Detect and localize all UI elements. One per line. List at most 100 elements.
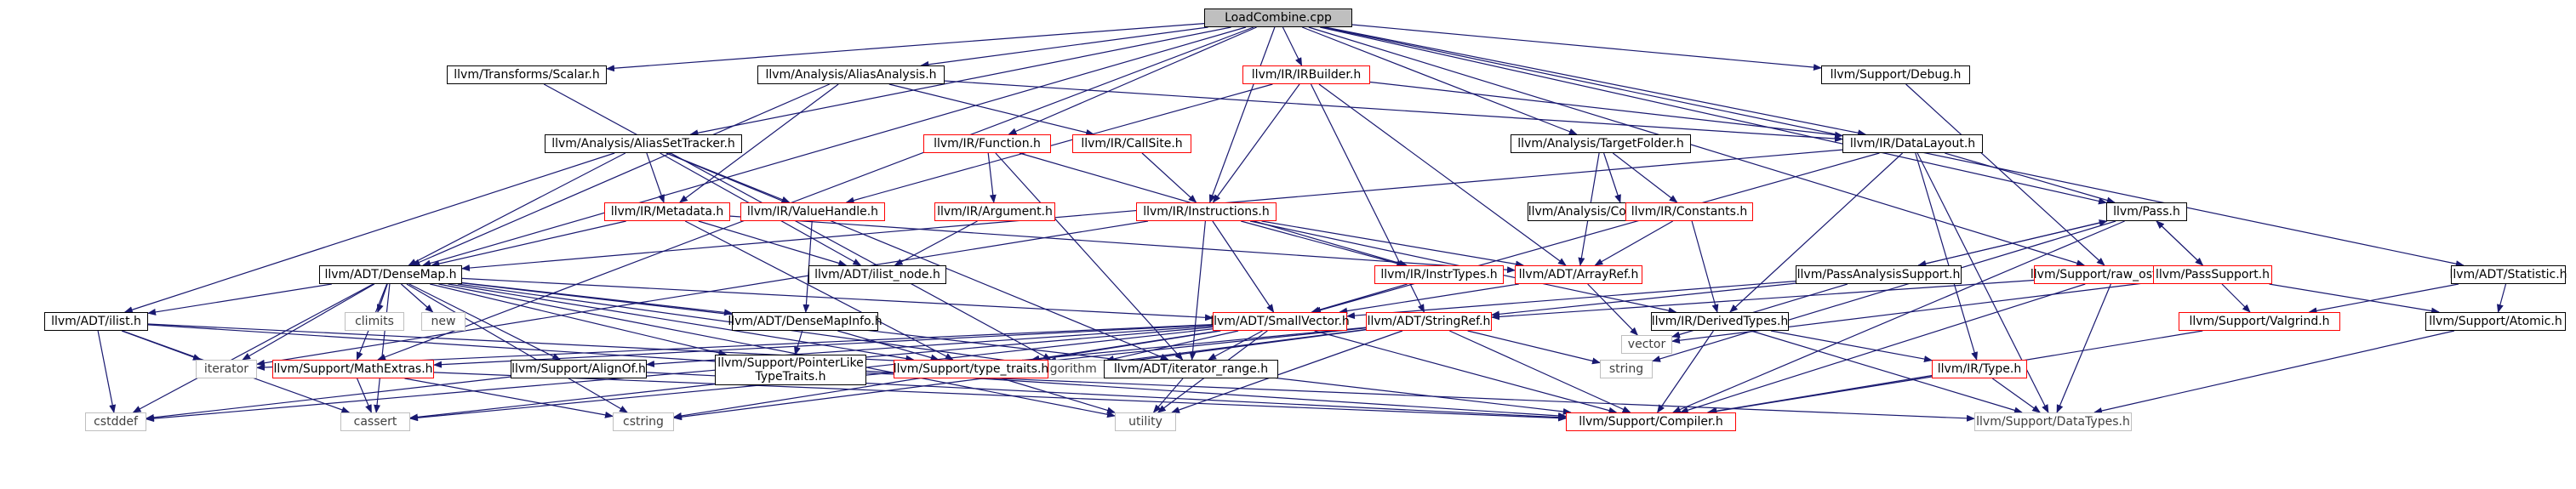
node-label: llvm/ADT/DenseMapInfo.h bbox=[728, 315, 882, 328]
node-label: llvm/Support/Debug.h bbox=[1830, 68, 1962, 82]
node-label: llvm/IR/InstrTypes.h bbox=[1380, 268, 1498, 281]
node-label: llvm/ADT/DenseMap.h bbox=[324, 268, 457, 281]
edge-llvm-ir-type-h-to-llvm-support-compiler-h bbox=[1708, 376, 1933, 415]
node-llvm-transforms-scalar-h[interactable]: llvm/Transforms/Scalar.h bbox=[447, 65, 607, 84]
edge-llvm-analysis-aliassettracker-h-to-llvm-adt-ilist-h bbox=[123, 152, 615, 314]
node-llvm-ir-instrtypes-h[interactable]: llvm/IR/InstrTypes.h bbox=[1374, 265, 1504, 284]
node-new: new bbox=[421, 312, 466, 331]
edge-llvm-support-type-traits-h-to-utility bbox=[1002, 378, 1116, 414]
node-label: llvm/Support/PointerLike TypeTraits.h bbox=[717, 356, 864, 384]
node-llvm-support-type-traits-h[interactable]: llvm/Support/type_traits.h bbox=[894, 360, 1048, 378]
node-label: llvm/IR/CallSite.h bbox=[1081, 137, 1183, 151]
node-label: llvm/ADT/iterator_range.h bbox=[1113, 362, 1269, 376]
node-loadcombine-cpp[interactable]: LoadCombine.cpp bbox=[1204, 9, 1352, 27]
node-llvm-adt-densemap-h[interactable]: llvm/ADT/DenseMap.h bbox=[319, 265, 462, 284]
node-label: llvm/Support/AlignOf.h bbox=[511, 362, 646, 376]
node-llvm-adt-ilist-node-h[interactable]: llvm/ADT/ilist_node.h bbox=[808, 265, 946, 284]
edge-llvm-adt-stringref-h-to-llvm-support-type-traits-h bbox=[1048, 327, 1367, 364]
edge-llvm-adt-stringref-h-to-utility bbox=[1171, 330, 1403, 413]
node-llvm-support-debug-h[interactable]: llvm/Support/Debug.h bbox=[1821, 65, 1970, 84]
node-label: llvm/Transforms/Scalar.h bbox=[454, 68, 600, 82]
edge-llvm-adt-densemap-h-to-llvm-support-pointerlike-typetraits-h bbox=[430, 283, 728, 356]
node-llvm-ir-function-h[interactable]: llvm/IR/Function.h bbox=[923, 134, 1051, 153]
node-llvm-adt-stringref-h[interactable]: llvm/ADT/StringRef.h bbox=[1366, 312, 1492, 331]
edge-llvm-adt-densemap-h-to-llvm-adt-ilist-h bbox=[147, 283, 332, 316]
node-llvm-support-valgrind-h[interactable]: llvm/Support/Valgrind.h bbox=[2179, 312, 2340, 331]
node-label: llvm/PassAnalysisSupport.h bbox=[1796, 268, 1961, 281]
node-label: llvm/Support/Atomic.h bbox=[2429, 315, 2562, 328]
node-label: llvm/Support/DataTypes.h bbox=[1976, 415, 2130, 429]
node-llvm-ir-instructions-h[interactable]: llvm/IR/Instructions.h bbox=[1136, 202, 1277, 221]
node-label: llvm/IR/Argument.h bbox=[937, 205, 1053, 219]
edge-llvm-ir-datalayout-h-to-llvm-ir-type-h bbox=[1915, 152, 1978, 361]
edge-llvm-passanalysissupport-h-to-llvm-adt-stringref-h bbox=[1491, 282, 1796, 318]
node-llvm-adt-statistic-h[interactable]: llvm/ADT/Statistic.h bbox=[2449, 265, 2567, 284]
node-llvm-ir-constants-h[interactable]: llvm/IR/Constants.h bbox=[1625, 202, 1753, 221]
node-llvm-ir-valuehandle-h[interactable]: llvm/IR/ValueHandle.h bbox=[740, 202, 885, 221]
node-label: llvm/ADT/StringRef.h bbox=[1367, 315, 1491, 328]
node-llvm-ir-datalayout-h[interactable]: llvm/IR/DataLayout.h bbox=[1842, 134, 1983, 153]
node-llvm-ir-derivedtypes-h[interactable]: llvm/IR/DerivedTypes.h bbox=[1651, 312, 1789, 331]
node-llvm-passanalysissupport-h[interactable]: llvm/PassAnalysisSupport.h bbox=[1796, 265, 1962, 284]
edge-llvm-ir-datalayout-h-to-llvm-adt-smallvector-h bbox=[1312, 152, 1880, 314]
edge-llvm-ir-instructions-h-to-llvm-ir-instrtypes-h bbox=[1241, 220, 1406, 267]
edge-loadcombine-cpp-to-llvm-analysis-aliassettracker-h bbox=[689, 26, 1231, 137]
node-climits: climits bbox=[345, 312, 404, 331]
node-llvm-ir-metadata-h[interactable]: llvm/IR/Metadata.h bbox=[604, 202, 730, 221]
node-label: llvm/IR/Metadata.h bbox=[610, 205, 724, 219]
edge-llvm-ir-instructions-h-to-llvm-adt-arrayref-h bbox=[1261, 220, 1524, 268]
edge-loadcombine-cpp-to-llvm-ir-irbuilder-h bbox=[1282, 26, 1303, 66]
edge-llvm-analysis-aliasanalysis-h-to-llvm-adt-densemap-h bbox=[411, 83, 830, 266]
node-llvm-ir-argument-h[interactable]: llvm/IR/Argument.h bbox=[934, 202, 1055, 221]
node-utility: utility bbox=[1115, 412, 1176, 431]
node-llvm-pass-h[interactable]: llvm/Pass.h bbox=[2106, 202, 2187, 221]
node-llvm-analysis-targetfolder-h[interactable]: llvm/Analysis/TargetFolder.h bbox=[1511, 134, 1691, 153]
edge-llvm-adt-smallvector-h-to-llvm-support-compiler-h bbox=[1314, 330, 1618, 414]
edge-llvm-ir-derivedtypes-h-to-llvm-ir-type-h bbox=[1770, 330, 1933, 363]
node-label: algorithm bbox=[1039, 362, 1097, 376]
node-label: string bbox=[1608, 362, 1644, 376]
node-label: llvm/ADT/SmallVector.h bbox=[1210, 315, 1350, 328]
node-label: cstddef bbox=[94, 415, 138, 429]
node-llvm-analysis-aliassettracker-h[interactable]: llvm/Analysis/AliasSetTracker.h bbox=[545, 134, 742, 153]
edge-llvm-passsupport-h-to-vector bbox=[1671, 281, 2154, 344]
node-llvm-adt-densemapinfo-h[interactable]: llvm/ADT/DenseMapInfo.h bbox=[728, 312, 882, 331]
edge-llvm-analysis-aliasanalysis-h-to-llvm-ir-callsite-h bbox=[888, 83, 1095, 136]
edge-llvm-adt-densemap-h-to-climits bbox=[376, 283, 388, 313]
edge-llvm-ir-derivedtypes-h-to-llvm-support-compiler-h bbox=[1657, 330, 1714, 413]
node-llvm-ir-type-h[interactable]: llvm/IR/Type.h bbox=[1932, 360, 2027, 378]
edge-llvm-ir-instrtypes-h-to-llvm-adt-smallvector-h bbox=[1311, 283, 1408, 314]
edge-llvm-support-alignof-h-to-cstddef bbox=[146, 376, 511, 421]
edge-loadcombine-cpp-to-llvm-transforms-scalar-h bbox=[606, 23, 1205, 72]
node-iterator: iterator bbox=[196, 360, 257, 378]
edge-loadcombine-cpp-to-llvm-ir-datalayout-h bbox=[1325, 26, 1867, 137]
node-llvm-support-compiler-h[interactable]: llvm/Support/Compiler.h bbox=[1566, 412, 1736, 431]
edge-llvm-adt-arrayref-h-to-llvm-adt-smallvector-h bbox=[1339, 283, 1519, 315]
edge-llvm-adt-densemapinfo-h-to-llvm-support-type-traits-h bbox=[837, 330, 940, 361]
edge-llvm-transforms-scalar-h-to-algorithm bbox=[543, 83, 1052, 361]
edge-llvm-ir-instructions-h-to-iterator bbox=[256, 220, 1149, 367]
node-llvm-ir-callsite-h[interactable]: llvm/IR/CallSite.h bbox=[1072, 134, 1191, 153]
node-llvm-adt-ilist-h[interactable]: llvm/ADT/ilist.h bbox=[44, 312, 148, 331]
node-llvm-support-alignof-h[interactable]: llvm/Support/AlignOf.h bbox=[511, 360, 647, 378]
node-llvm-support-datatypes-h: llvm/Support/DataTypes.h bbox=[1974, 412, 2132, 431]
node-llvm-support-pointerlike-typetraits-h[interactable]: llvm/Support/PointerLike TypeTraits.h bbox=[715, 355, 866, 385]
node-llvm-ir-irbuilder-h[interactable]: llvm/IR/IRBuilder.h bbox=[1242, 65, 1370, 84]
node-algorithm: algorithm bbox=[1030, 360, 1106, 378]
node-label: llvm/Support/Valgrind.h bbox=[2189, 315, 2330, 328]
edge-llvm-ir-metadata-h-to-llvm-adt-densemap-h bbox=[431, 220, 626, 267]
node-llvm-support-mathextras-h[interactable]: llvm/Support/MathExtras.h bbox=[272, 360, 434, 378]
node-label: cassert bbox=[353, 415, 397, 429]
edge-llvm-passanalysissupport-h-to-llvm-adt-smallvector-h bbox=[1346, 281, 1796, 320]
node-string: string bbox=[1600, 360, 1653, 378]
edge-llvm-support-mathextras-h-to-llvm-support-compiler-h bbox=[433, 372, 1567, 422]
node-llvm-adt-arrayref-h[interactable]: llvm/ADT/ArrayRef.h bbox=[1515, 265, 1642, 284]
node-llvm-support-atomic-h[interactable]: llvm/Support/Atomic.h bbox=[2425, 312, 2566, 331]
node-vector: vector bbox=[1621, 335, 1672, 354]
node-llvm-adt-iterator-range-h[interactable]: llvm/ADT/iterator_range.h bbox=[1104, 360, 1278, 378]
edge-llvm-adt-densemap-h-to-utility bbox=[438, 283, 1116, 418]
edge-llvm-ir-datalayout-h-to-llvm-pass-h bbox=[1945, 152, 2116, 204]
node-llvm-analysis-aliasanalysis-h[interactable]: llvm/Analysis/AliasAnalysis.h bbox=[757, 65, 945, 84]
node-llvm-adt-smallvector-h[interactable]: llvm/ADT/SmallVector.h bbox=[1210, 312, 1350, 331]
node-llvm-passsupport-h[interactable]: llvm/PassSupport.h bbox=[2153, 265, 2272, 284]
